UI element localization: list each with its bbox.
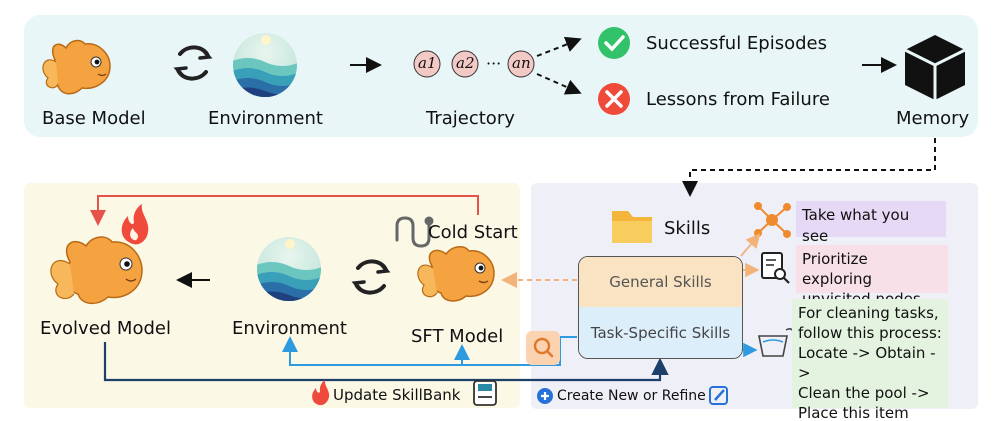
tip-cleaning-process: For cleaning tasks, follow this process:…: [792, 299, 948, 421]
tip-cleaning-line-5: Place this item: [798, 404, 909, 421]
trajectory-label: Trajectory: [426, 108, 515, 129]
arrow-cold-start-to-evolved: [90, 195, 479, 226]
arrow-task-skills-to-environment: [282, 336, 577, 366]
tip-cleaning-line-2: follow this process:: [798, 324, 942, 342]
edit-icon: [709, 386, 728, 405]
document-search-icon: [761, 252, 790, 284]
tip-prioritize: Prioritize exploring unvisited nodes: [796, 245, 948, 308]
successful-episodes-label: Successful Episodes: [646, 33, 827, 54]
refresh-icon: [173, 45, 213, 81]
tip-take-what-you-see-text: Take what you see: [802, 206, 910, 245]
lessons-label: Lessons from Failure: [646, 89, 830, 110]
check-icon: [598, 27, 630, 59]
skills-label: Skills: [664, 218, 711, 239]
tip-prioritize-line-1: Prioritize exploring: [802, 250, 873, 288]
environment-globe-icon: [233, 33, 297, 97]
update-skillbank-label: Update SkillBank: [333, 386, 461, 404]
arrow-to-failure: [536, 73, 582, 95]
create-new-or-refine-label: Create New or Refine: [557, 388, 706, 404]
memory-cube-icon: [904, 35, 966, 100]
folder-icon: [612, 211, 652, 243]
fire-icon: [121, 204, 149, 245]
environment-globe-icon-2: [257, 237, 321, 301]
sft-model-label: SFT Model: [411, 326, 504, 347]
general-skills: General Skills: [579, 257, 742, 307]
sft-model-fish-icon: [417, 246, 495, 302]
arrow-update-skillbank: [103, 342, 669, 382]
skills-box: General Skills Task-Specific Skills: [578, 256, 743, 359]
tip-take-what-you-see: Take what you see: [796, 201, 946, 245]
arrow-to-success: [536, 36, 582, 57]
base-model-label: Base Model: [42, 108, 146, 129]
cleaning-icon: [758, 328, 795, 357]
environment-label-2: Environment: [232, 318, 347, 339]
tip-cleaning-line-3: Locate -> Obtain ->: [798, 344, 936, 382]
arrow-memory-to-skills: [682, 138, 936, 197]
cross-icon: [598, 83, 630, 115]
skillbank-icon: [473, 380, 497, 406]
arrow-general-to-tip1: [740, 233, 761, 257]
task-specific-skills: Task-Specific Skills: [579, 307, 742, 358]
environment-label: Environment: [208, 108, 323, 129]
trajectory-tokens: ···: [413, 50, 535, 78]
tip-cleaning-line-4: Clean the pool ->: [798, 384, 930, 402]
cold-start-label: Cold Start: [428, 222, 518, 243]
svg-text:···: ···: [486, 54, 501, 73]
search-icon: [526, 331, 560, 365]
refresh-icon-2: [351, 259, 391, 295]
fire-icon-2: [312, 380, 330, 406]
base-model-fish-icon: [42, 39, 111, 95]
action-token-n: an: [512, 54, 531, 72]
memory-label: Memory: [896, 108, 970, 129]
tip-cleaning-line-1: For cleaning tasks,: [798, 304, 939, 322]
action-token-1: a1: [418, 54, 437, 72]
evolved-model-label: Evolved Model: [40, 318, 171, 339]
cold-start-icon: [395, 216, 434, 248]
evolved-model-fish-icon: [50, 236, 143, 305]
plus-circle-icon: [537, 388, 553, 404]
action-token-2: a2: [456, 54, 475, 72]
network-icon: [754, 202, 791, 238]
